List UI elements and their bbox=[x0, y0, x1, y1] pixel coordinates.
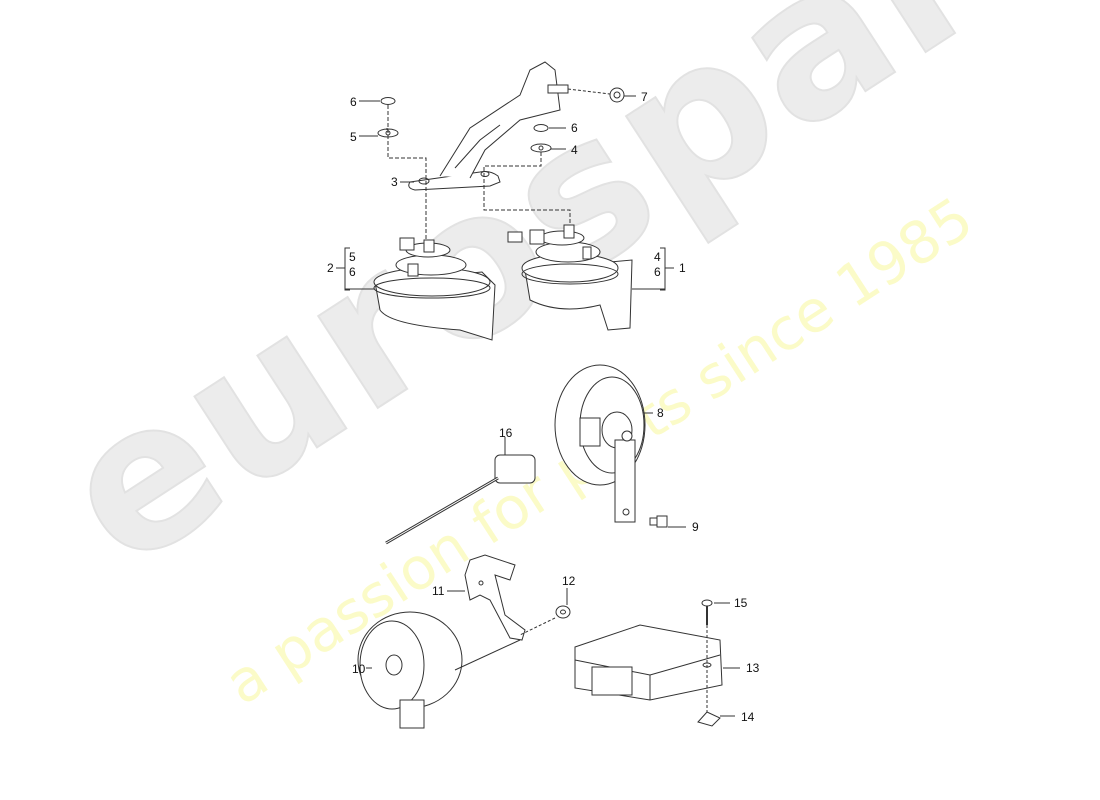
leader-lines bbox=[359, 95, 636, 183]
bracket-part-3 bbox=[408, 61, 569, 191]
callout-14: 14 bbox=[741, 710, 755, 724]
callout-15: 15 bbox=[734, 596, 748, 610]
callout-2-sub-6: 6 bbox=[349, 265, 356, 279]
horn-part-2 bbox=[373, 237, 496, 341]
bolt-part-9 bbox=[649, 515, 686, 528]
callout-8: 8 bbox=[657, 406, 664, 420]
callout-12: 12 bbox=[562, 574, 576, 588]
control-unit-part-13 bbox=[574, 624, 740, 701]
nut-part-12 bbox=[519, 588, 571, 636]
callout-16: 16 bbox=[499, 426, 513, 440]
horn-part-10 bbox=[357, 611, 521, 729]
nut-part-7 bbox=[567, 87, 625, 103]
callout-10: 10 bbox=[352, 662, 366, 676]
horn-part-8 bbox=[554, 364, 653, 523]
callout-9: 9 bbox=[692, 520, 699, 534]
callout-11: 11 bbox=[432, 584, 445, 598]
screw-part-15 bbox=[701, 599, 730, 715]
callout-1-sub-4: 4 bbox=[654, 250, 661, 264]
assembly-lines bbox=[386, 105, 571, 240]
callout-7: 7 bbox=[641, 90, 648, 104]
callout-6: 6 bbox=[571, 121, 578, 135]
callout-brackets bbox=[336, 247, 674, 291]
callout-6: 6 bbox=[350, 95, 357, 109]
callout-3: 3 bbox=[391, 175, 398, 189]
horn-part-1 bbox=[507, 224, 633, 331]
callout-2: 2 bbox=[327, 261, 334, 275]
callout-5: 5 bbox=[350, 130, 357, 144]
callout-1-sub-6: 6 bbox=[654, 265, 661, 279]
connector-part-16 bbox=[385, 437, 536, 545]
callout-13: 13 bbox=[746, 661, 760, 675]
callout-4: 4 bbox=[571, 143, 578, 157]
callout-1: 1 bbox=[679, 261, 686, 275]
clip-part-14 bbox=[697, 711, 735, 727]
callout-2-sub-5: 5 bbox=[349, 250, 356, 264]
bracket-part-11 bbox=[447, 554, 526, 641]
